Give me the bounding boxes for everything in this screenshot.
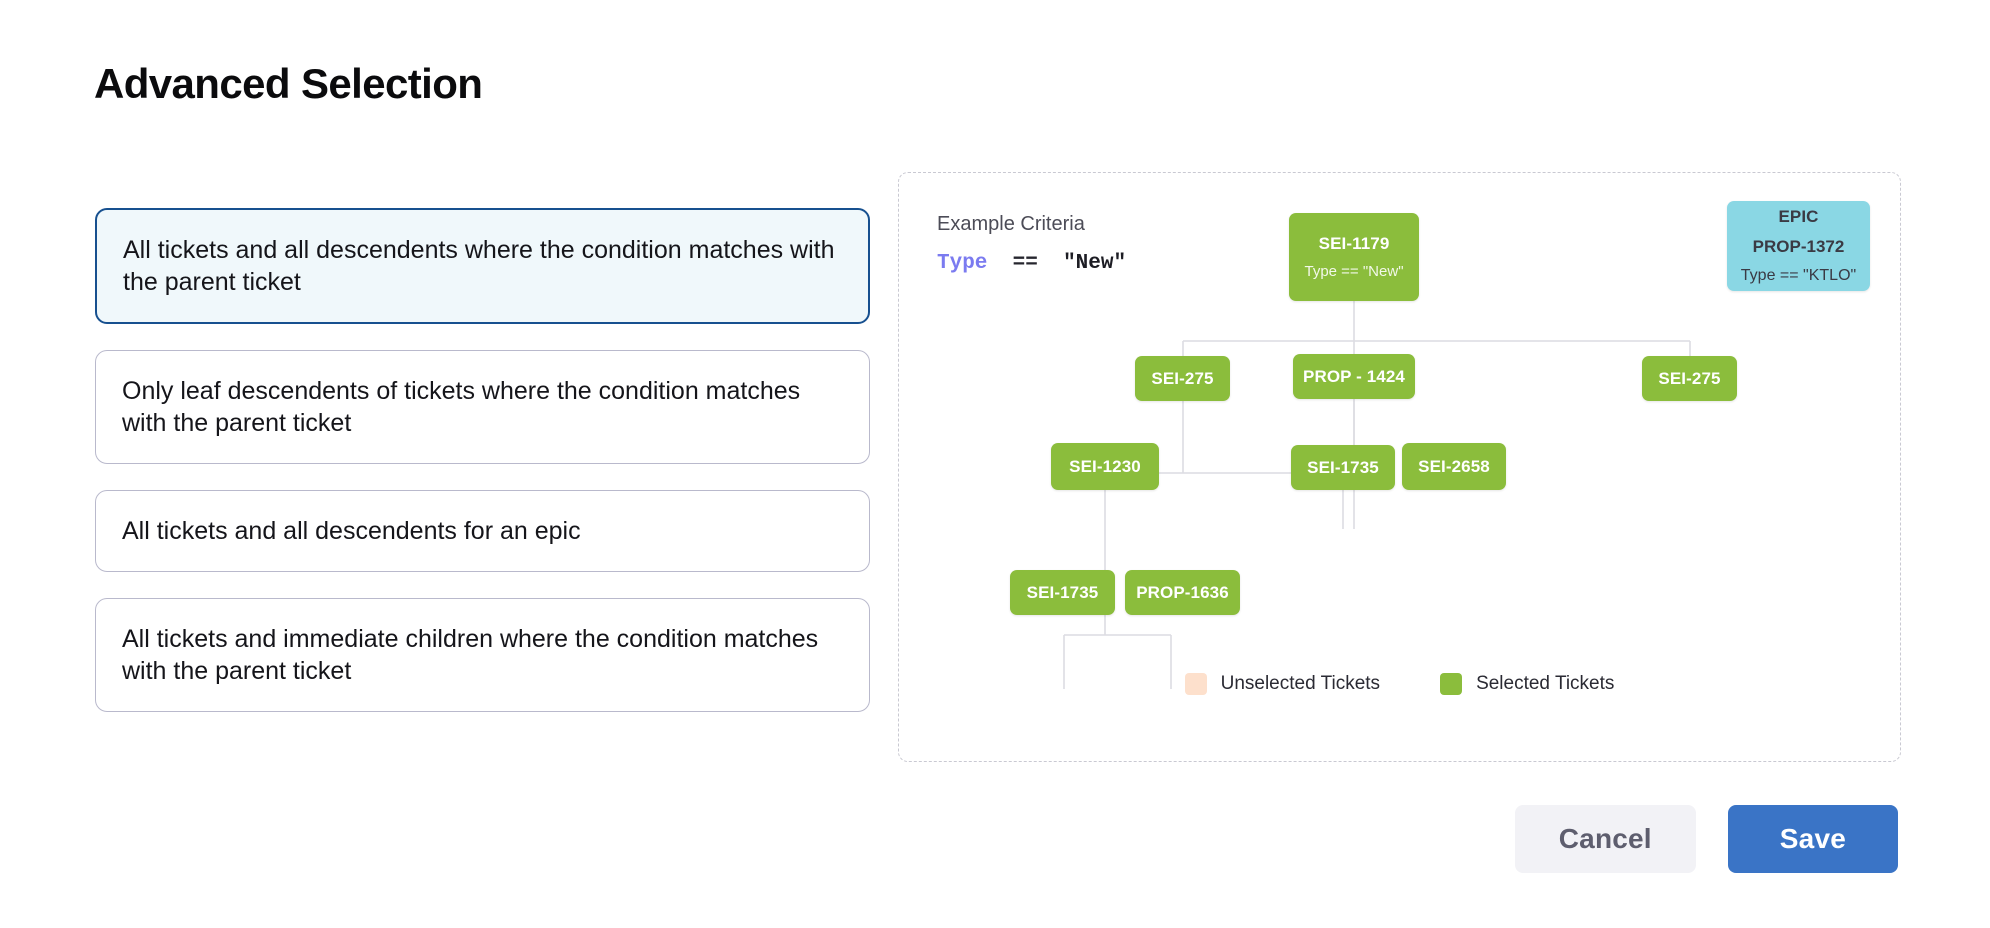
node-ticket-id: SEI-275 <box>1658 368 1721 388</box>
selected-ticket-swatch <box>1440 673 1463 695</box>
node-ticket-id: PROP-1636 <box>1136 582 1229 602</box>
tree-node-sei-275-right[interactable]: SEI-275 <box>1642 356 1737 401</box>
tree-node-sei-1735-mid[interactable]: SEI-1735 <box>1291 445 1395 490</box>
selection-options-list: All tickets and all descendents where th… <box>95 208 870 738</box>
option-card-epic-descendents[interactable]: All tickets and all descendents for an e… <box>95 490 870 572</box>
tree-node-sei-1735-leaf[interactable]: SEI-1735 <box>1010 570 1115 615</box>
tree-node-sei-1179[interactable]: SEI-1179 Type == "New" <box>1289 213 1419 301</box>
legend-item-unselected: Unselected Tickets <box>1184 673 1381 695</box>
node-ticket-id: SEI-275 <box>1151 368 1214 388</box>
epic-condition: Type == "KTLO" <box>1740 267 1857 284</box>
node-ticket-id: SEI-1230 <box>1069 456 1141 476</box>
option-label: All tickets and immediate children where… <box>122 625 819 685</box>
node-ticket-id: SEI-1735 <box>1307 457 1379 477</box>
unselected-ticket-swatch <box>1184 673 1207 695</box>
node-condition: Type == "New" <box>1304 263 1404 280</box>
page-title: Advanced Selection <box>94 60 483 107</box>
criteria-title: Example Criteria <box>937 213 1085 235</box>
save-button[interactable]: Save <box>1727 805 1898 873</box>
epic-ticket-id: PROP-1372 <box>1752 237 1845 256</box>
example-diagram-panel: Example Criteria Type == "New" <box>898 172 1901 762</box>
legend-label: Unselected Tickets <box>1220 673 1381 694</box>
diagram-legend: Unselected Tickets Selected Tickets <box>899 673 1900 695</box>
node-ticket-id: SEI-2658 <box>1418 456 1490 476</box>
node-ticket-id: SEI-1179 <box>1318 234 1390 253</box>
epic-kind-label: EPIC <box>1778 207 1819 226</box>
node-ticket-id: SEI-1735 <box>1026 582 1099 602</box>
option-label: Only leaf descendents of tickets where t… <box>122 377 801 437</box>
tree-node-prop-1636[interactable]: PROP-1636 <box>1125 570 1240 615</box>
node-ticket-id: PROP - 1424 <box>1303 366 1405 386</box>
option-card-immediate-children[interactable]: All tickets and immediate children where… <box>95 598 870 712</box>
criteria-expression: Type == "New" <box>937 252 1126 275</box>
legend-label: Selected Tickets <box>1476 673 1615 694</box>
dialog-footer: Cancel Save <box>1514 805 1898 873</box>
cancel-button[interactable]: Cancel <box>1514 805 1696 873</box>
tree-node-prop-1424[interactable]: PROP - 1424 <box>1293 354 1415 399</box>
option-card-all-descendents[interactable]: All tickets and all descendents where th… <box>95 208 870 324</box>
option-card-leaf-descendents[interactable]: Only leaf descendents of tickets where t… <box>95 350 870 464</box>
tree-node-sei-1230[interactable]: SEI-1230 <box>1051 443 1159 490</box>
legend-item-selected: Selected Tickets <box>1440 673 1614 695</box>
criteria-block: Example Criteria Type == "New" <box>937 213 1126 275</box>
tree-node-sei-275-left[interactable]: SEI-275 <box>1135 356 1230 401</box>
criteria-value: "New" <box>1063 252 1127 275</box>
option-label: All tickets and all descendents for an e… <box>122 517 581 545</box>
criteria-operator: == <box>1012 252 1038 275</box>
tree-node-epic-prop-1372[interactable]: EPIC PROP-1372 Type == "KTLO" <box>1727 201 1870 291</box>
criteria-field: Type <box>937 252 988 275</box>
tree-node-sei-2658[interactable]: SEI-2658 <box>1402 443 1506 490</box>
option-label: All tickets and all descendents where th… <box>123 236 835 296</box>
ticket-tree: EPIC PROP-1372 Type == "KTLO" SEI-1179 T… <box>899 173 1900 761</box>
